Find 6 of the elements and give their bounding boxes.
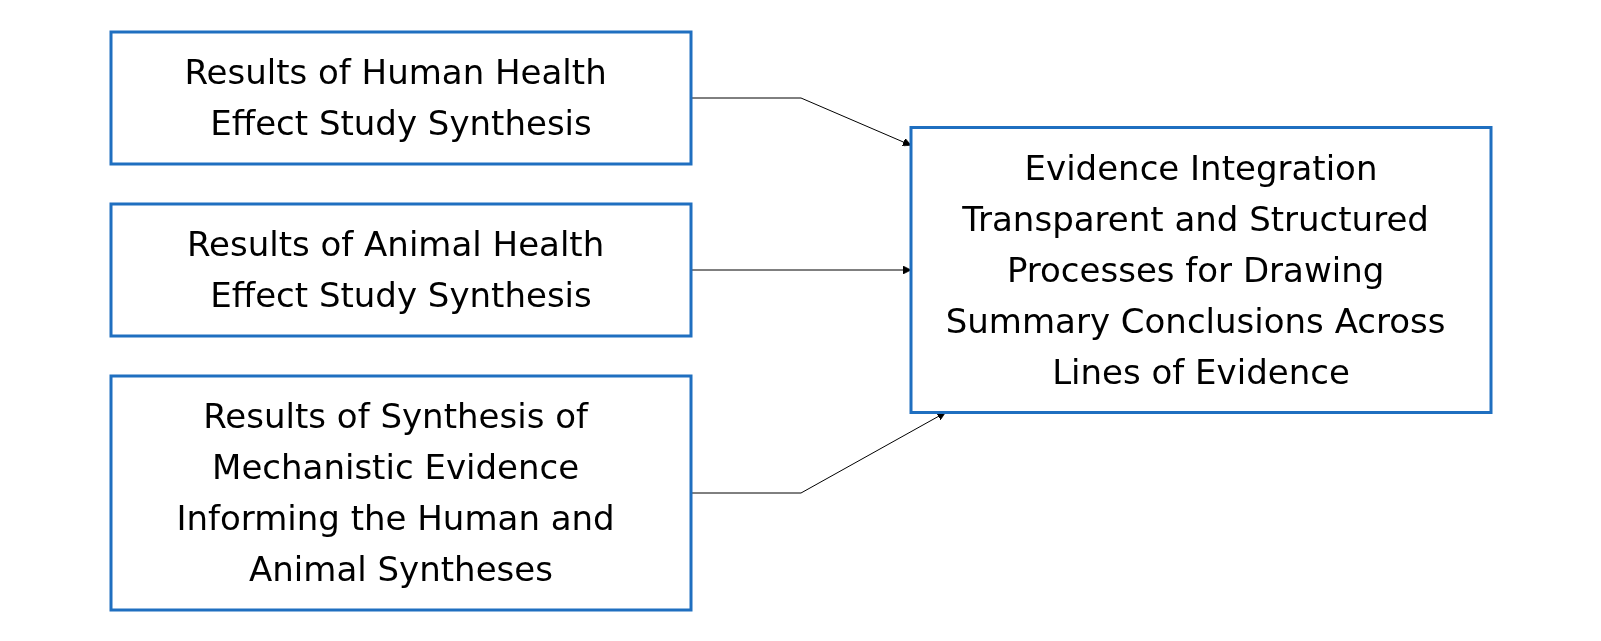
node-box: Results of Human Health Effect Study Synthesis [109, 30, 692, 165]
node-box: Results of Synthesis of Mechanistic Evidence Informing the Human and Animal Syntheses [109, 374, 692, 611]
arrow [690, 97, 911, 146]
arrow [690, 265, 911, 274]
node-box: Evidence Integration Transparent and Structured Processes for Drawing Summary Conclusions Across Lines of Evidence [909, 125, 1492, 414]
node-box: Results of Animal Health Effect Study Synthesis [109, 202, 692, 337]
